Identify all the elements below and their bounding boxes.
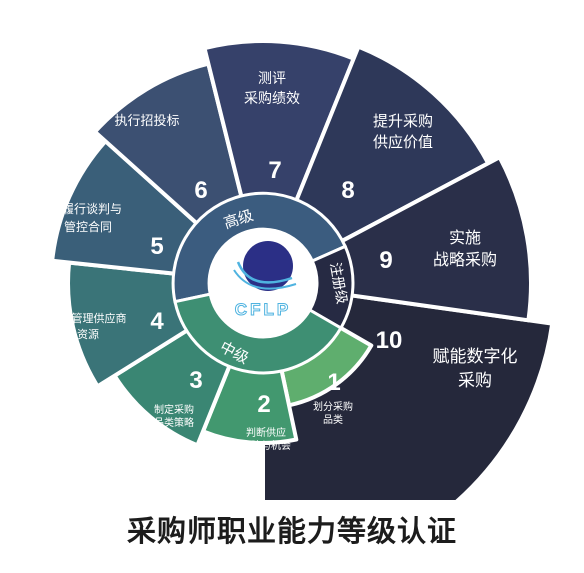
stage-label-10-line1: 赋能数字化	[433, 347, 518, 367]
level-registered-label: 注册级	[326, 261, 349, 305]
stage-label-7-line2: 采购绩效	[244, 91, 300, 107]
stage-label-9-line2: 战略采购	[433, 250, 497, 269]
stage-label-5-line2: 管控合同	[64, 219, 112, 234]
stage-label-3-line2: 品类策略	[154, 416, 194, 429]
spiral-diagram: 高级 中级 注册级 CFLP 1 2 3 4 5 6 7 8 9 10 划分采购…	[50, 39, 555, 500]
stage-labels: 划分采购 品类 判断供应 风险与机会 制定采购 品类策略 管理供应商 资源 履行…	[62, 71, 518, 452]
stage-number-1: 1	[327, 369, 340, 396]
stage-label-9-line1: 实施	[449, 228, 481, 247]
stage-number-10: 10	[376, 327, 403, 354]
stage-number-8: 8	[341, 177, 354, 204]
stage-label-7-line1: 测评	[258, 71, 286, 87]
stage-label-2-line2: 风险与机会	[241, 439, 291, 452]
stage-label-1-line2: 品类	[323, 413, 343, 426]
logo-text: CFLP	[235, 300, 291, 319]
diagram-title: 采购师职业能力等级认证	[126, 514, 457, 548]
stage-label-8-line2: 供应价值	[373, 133, 433, 151]
stage-label-2-line1: 判断供应	[246, 426, 286, 439]
stage-label-10-line2: 采购	[458, 371, 492, 391]
stage-label-6-line1: 执行招投标	[114, 113, 179, 129]
stage-number-5: 5	[150, 233, 163, 260]
stage-number-4: 4	[150, 308, 164, 335]
stage-label-4-line2: 资源	[77, 327, 99, 341]
logo-swoosh	[236, 261, 293, 284]
stage-number-6: 6	[194, 177, 207, 204]
stage-number-3: 3	[189, 367, 202, 394]
stage-number-9: 9	[379, 247, 392, 274]
stage-number-7: 7	[268, 157, 281, 184]
stage-number-2: 2	[257, 391, 270, 418]
stage-numbers: 1 2 3 4 5 6 7 8 9 10	[150, 157, 402, 418]
logo-swoosh-2	[233, 269, 297, 290]
logo-globe	[243, 241, 293, 291]
stage-label-5-line1: 履行谈判与	[62, 202, 122, 216]
cflp-logo: CFLP	[209, 229, 317, 337]
stage-label-1-line1: 划分采购	[313, 400, 353, 413]
stage-label-4-line1: 管理供应商	[72, 311, 127, 325]
stage-label-3-line1: 制定采购	[154, 403, 194, 416]
stage-label-8-line1: 提升采购	[373, 112, 433, 130]
